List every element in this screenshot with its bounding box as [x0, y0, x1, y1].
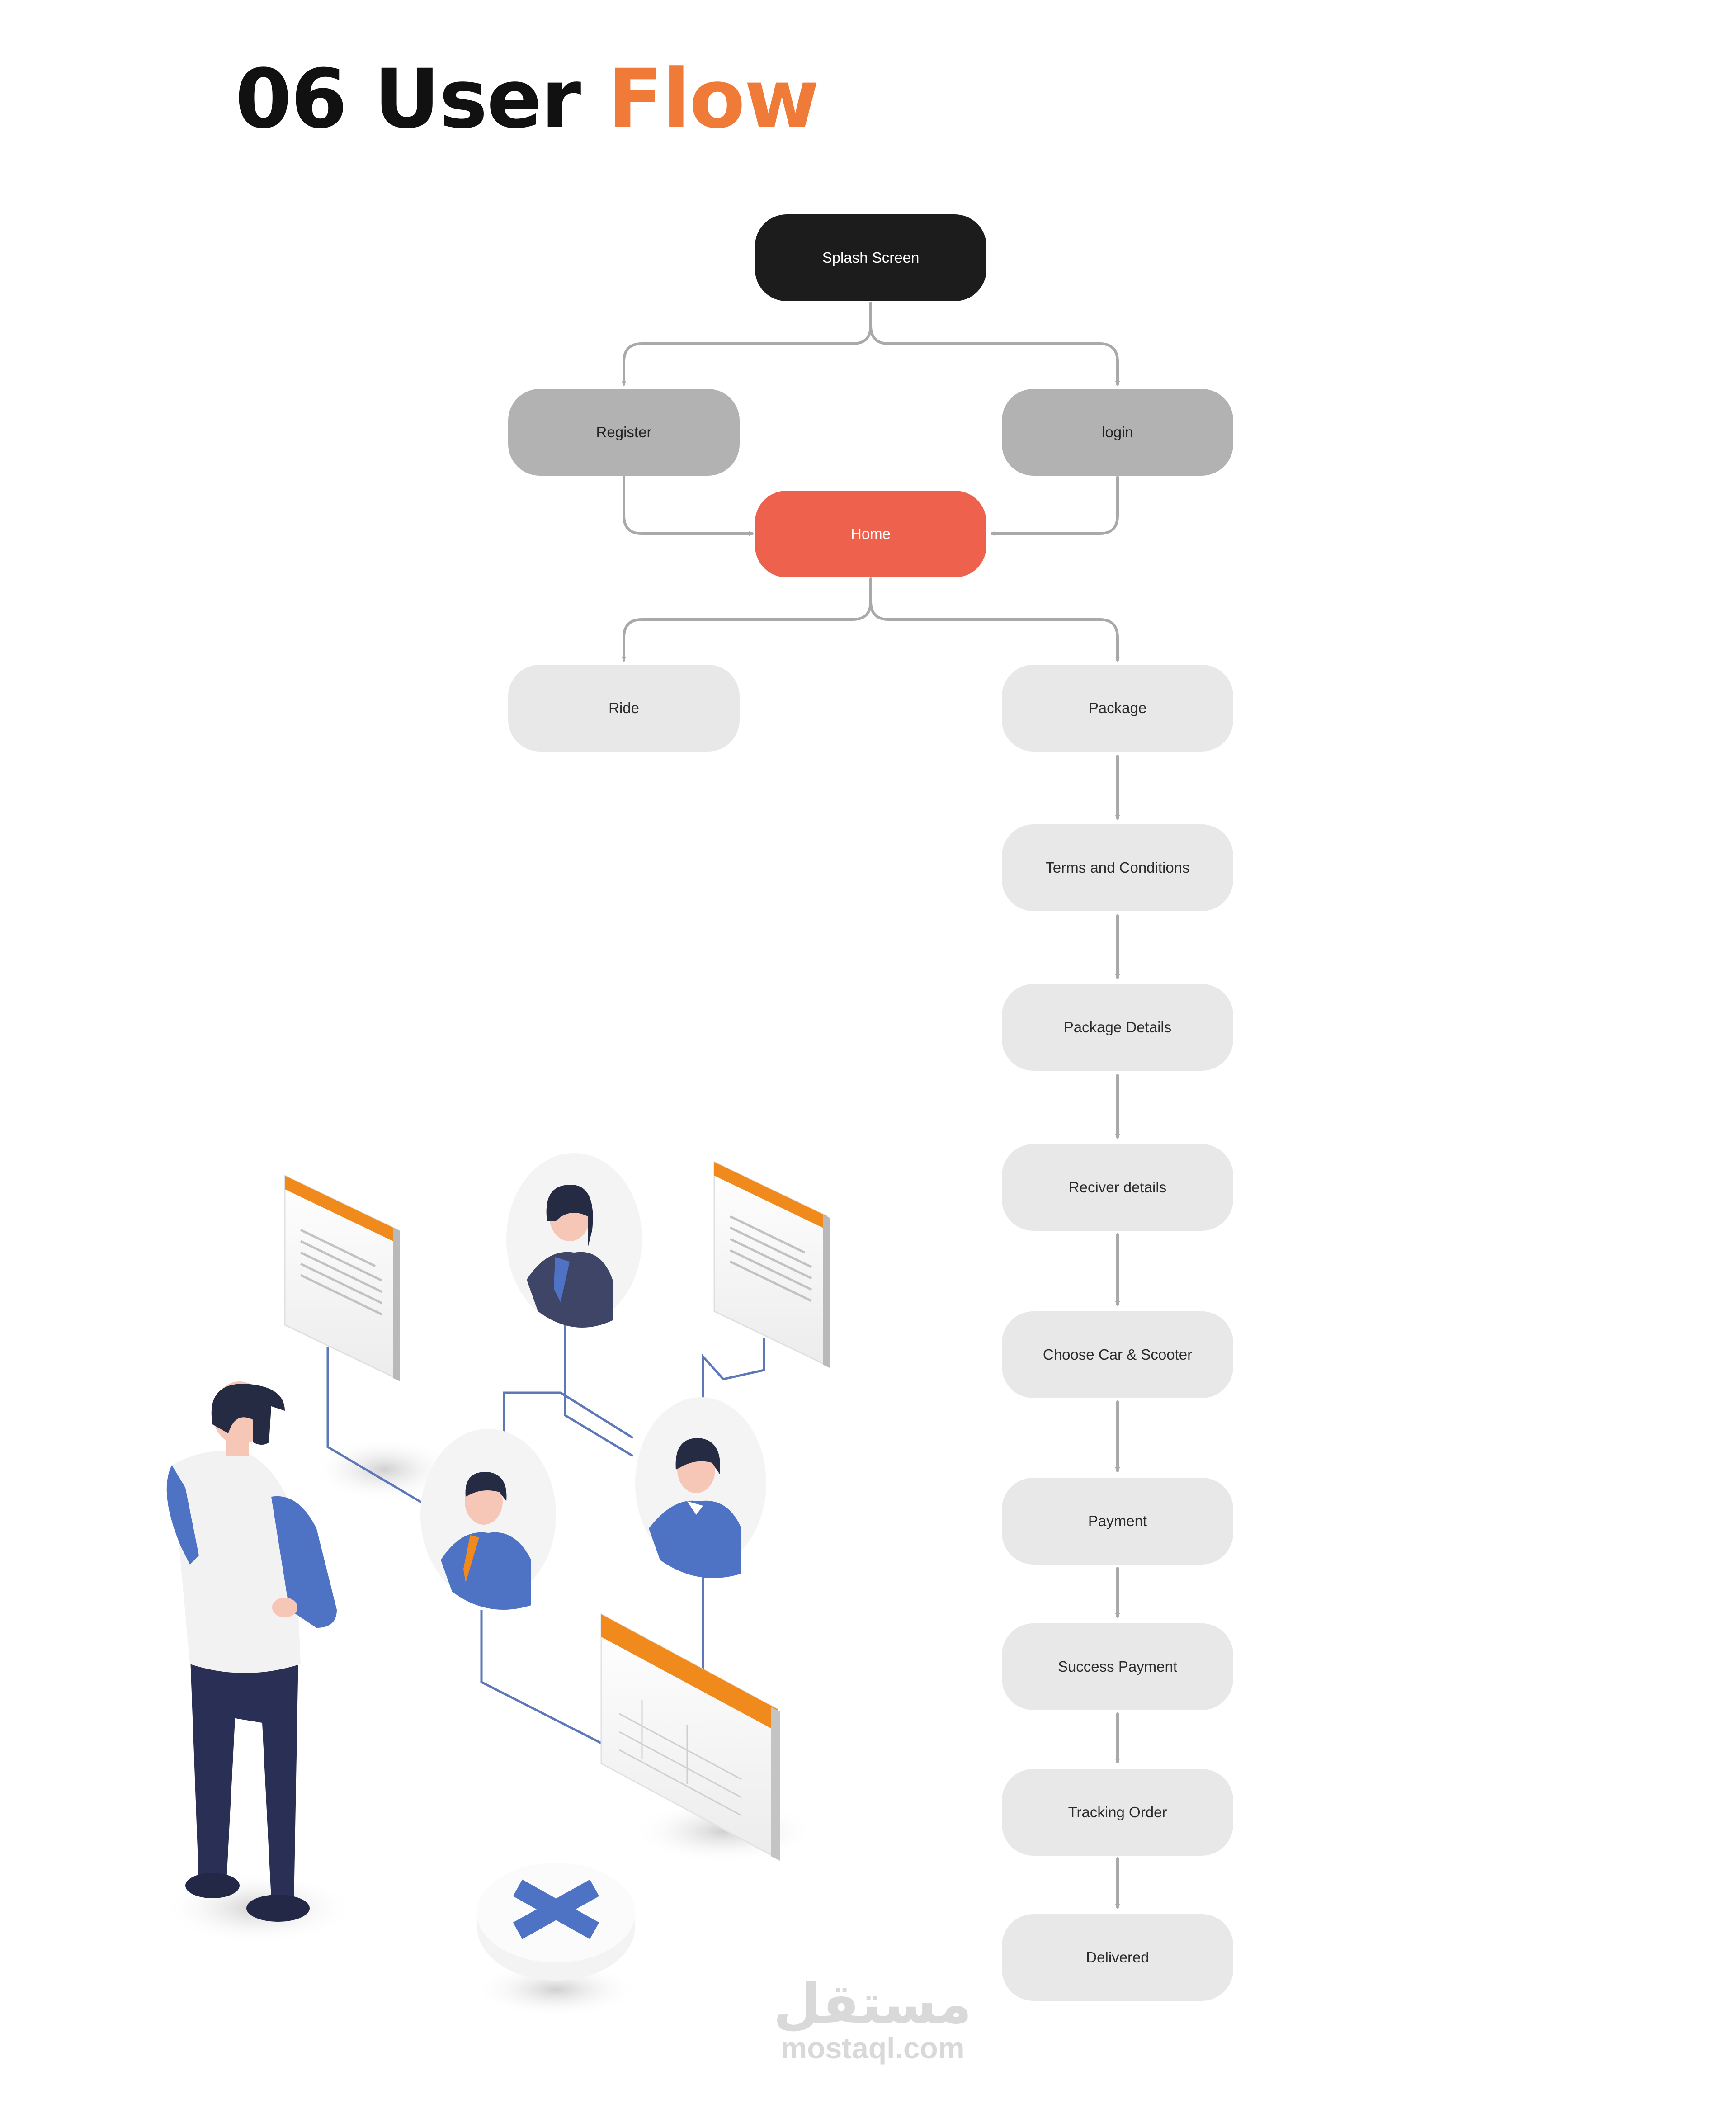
- node-register: Register: [508, 389, 740, 476]
- page-title: 06 User Flow: [235, 59, 820, 140]
- connector-splash-register: [624, 302, 872, 386]
- node-ride: Ride: [508, 665, 740, 752]
- document-left-icon: [284, 1174, 400, 1381]
- avatar-man-2-icon: [635, 1397, 766, 1578]
- node-payment: Payment: [1002, 1478, 1233, 1565]
- person-figure-icon: [166, 1381, 337, 1922]
- node-tracking-order: Tracking Order: [1002, 1769, 1233, 1856]
- connector-splash-login: [869, 302, 1118, 386]
- node-terms-and-conditions: Terms and Conditions: [1002, 824, 1233, 911]
- watermark-arabic: مستقل: [773, 1973, 972, 2036]
- avatar-woman-icon: [506, 1153, 642, 1328]
- node-home: Home: [755, 491, 986, 577]
- title-number: 06: [235, 52, 347, 147]
- connector-home-ride: [624, 577, 872, 662]
- node-delivered: Delivered: [1002, 1914, 1233, 2001]
- node-package: Package: [1002, 665, 1233, 752]
- watermark: مستقل mostaql.com: [766, 1976, 979, 2063]
- title-word-flow: Flow: [608, 52, 820, 147]
- connector-login-home: [991, 476, 1119, 534]
- watermark-latin: mostaql.com: [780, 2031, 965, 2065]
- node-login: login: [1002, 389, 1233, 476]
- spreadsheet-icon: [600, 1613, 780, 1861]
- connector-home-package: [869, 577, 1118, 662]
- avatar-man-icon: [420, 1429, 556, 1610]
- document-right-icon: [713, 1161, 830, 1368]
- title-word-user: User: [374, 52, 581, 147]
- node-choose-car-scooter: Choose Car & Scooter: [1002, 1311, 1233, 1398]
- close-icon: [477, 1863, 635, 1981]
- node-package-details: Package Details: [1002, 984, 1233, 1071]
- node-receiver-details: Reciver details: [1002, 1144, 1233, 1231]
- node-splash-screen: Splash Screen: [755, 214, 986, 301]
- node-success-payment: Success Payment: [1002, 1623, 1233, 1710]
- connector-register-home: [623, 476, 754, 534]
